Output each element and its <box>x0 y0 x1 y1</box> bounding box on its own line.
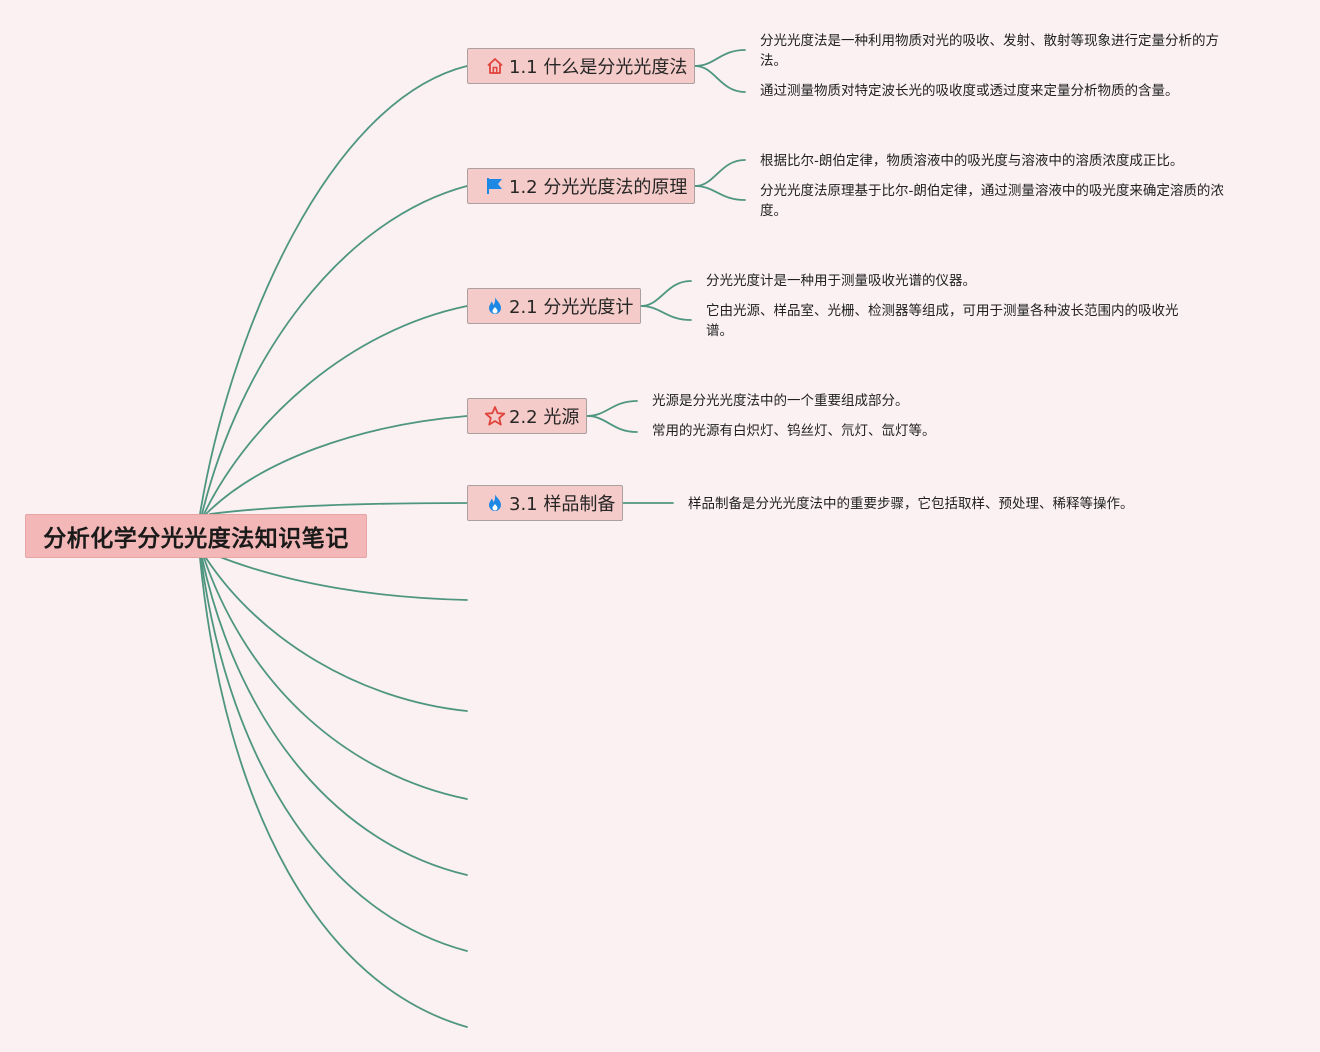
link-topic-2-note-1 <box>694 159 746 187</box>
note-2-1-2: 它由光源、样品室、光栅、检测器等组成，可用于测量各种波长范围内的吸收光谱。 <box>706 303 1179 339</box>
link-root-empty-5 <box>200 557 468 952</box>
flame-icon <box>484 295 506 317</box>
note-2-2-2: 常用的光源有白炽灯、钨丝灯、氘灯、氙灯等。 <box>652 423 936 439</box>
link-root-topic-4 <box>205 415 468 515</box>
link-root-topic-5 <box>209 502 468 515</box>
link-topic-4-note-2 <box>586 415 638 433</box>
topic-label: 1.2 分光光度法的原理 <box>509 177 688 198</box>
topic-label: 2.1 分光光度计 <box>509 297 634 318</box>
star-icon <box>484 405 506 427</box>
flame-icon <box>484 492 506 514</box>
note-1-1-2: 通过测量物质对特定波长光的吸收度或透过度来定量分析物质的含量。 <box>760 83 1179 99</box>
root-topic[interactable]: 分析化学分光光度法知识笔记 <box>25 514 367 558</box>
link-topic-4-note-1 <box>586 400 638 417</box>
link-root-topic-3 <box>203 305 468 515</box>
link-root-topic-1 <box>199 65 468 515</box>
link-root-empty-4 <box>201 557 468 876</box>
topic-1-1[interactable]: 1.1 什么是分光光度法 <box>467 48 695 84</box>
note-1-2-1: 根据比尔-朗伯定律，物质溶液中的吸光度与溶液中的溶质浓度成正比。 <box>760 153 1184 169</box>
home-icon <box>484 55 506 77</box>
link-topic-1-note-1 <box>694 49 746 67</box>
link-root-empty-6 <box>199 557 468 1028</box>
root-title: 分析化学分光光度法知识笔记 <box>43 526 349 552</box>
note-1-1-1: 分光光度法是一种利用物质对光的吸收、发射、散射等现象进行定量分析的方法。 <box>760 33 1219 69</box>
topic-label: 2.2 光源 <box>509 407 580 428</box>
link-root-topic-2 <box>201 185 468 515</box>
link-topic-2-note-2 <box>694 185 746 201</box>
note-2-1-1: 分光光度计是一种用于测量吸收光谱的仪器。 <box>706 273 976 289</box>
topic-label: 3.1 样品制备 <box>509 494 616 515</box>
topic-label: 1.1 什么是分光光度法 <box>509 57 688 78</box>
link-topic-3-note-1 <box>640 280 692 307</box>
topic-1-2[interactable]: 1.2 分光光度法的原理 <box>467 168 695 204</box>
note-2-2-1: 光源是分光光度法中的一个重要组成部分。 <box>652 393 909 409</box>
note-1-2-2: 分光光度法原理基于比尔-朗伯定律，通过测量溶液中的吸光度来确定溶质的浓度。 <box>760 183 1224 219</box>
flag-icon <box>484 175 506 197</box>
link-root-empty-1 <box>214 554 468 601</box>
topic-2-2[interactable]: 2.2 光源 <box>467 398 587 434</box>
link-root-empty-2 <box>205 557 468 712</box>
link-topic-1-note-2 <box>694 65 746 93</box>
note-3-1-1: 样品制备是分光光度法中的重要步骤，它包括取样、预处理、稀释等操作。 <box>688 496 1134 512</box>
topic-2-1[interactable]: 2.1 分光光度计 <box>467 288 641 324</box>
link-root-empty-3 <box>203 557 468 800</box>
topic-3-1[interactable]: 3.1 样品制备 <box>467 485 623 521</box>
link-topic-3-note-2 <box>640 305 692 321</box>
